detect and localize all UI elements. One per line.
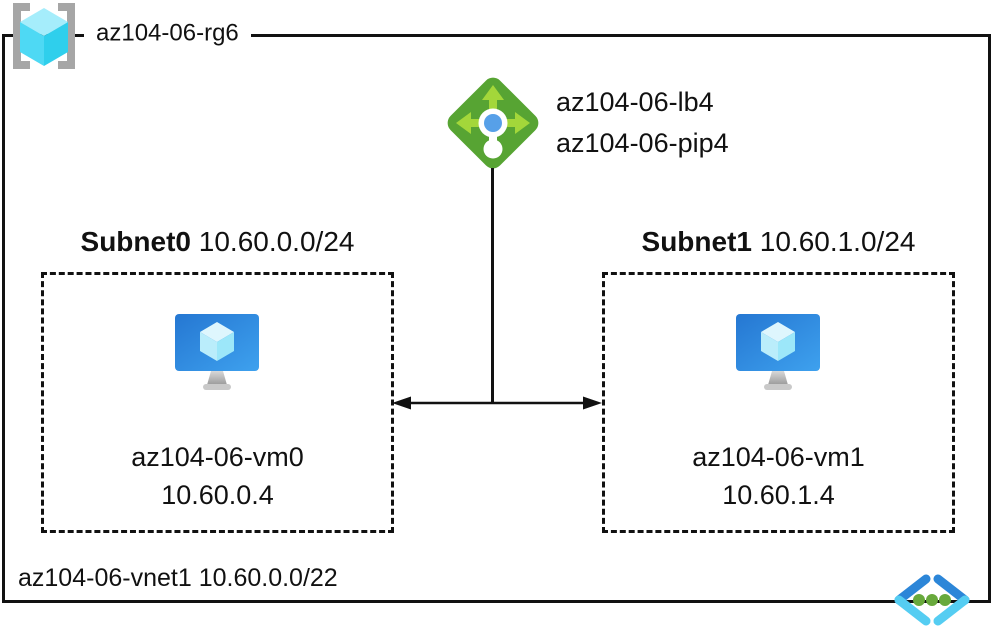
lb-connector-line (491, 168, 494, 403)
load-balancer-icon (447, 77, 539, 169)
virtual-machine-icon (175, 314, 259, 390)
vm1-labels: az104-06-vm1 10.60.1.4 (602, 438, 955, 514)
load-balancer-labels: az104-06-lb4 az104-06-pip4 (556, 82, 729, 164)
subnet1-label: Subnet1 10.60.1.0/24 (602, 226, 955, 258)
virtual-network-icon (894, 574, 970, 626)
vnet-label: az104-06-vnet1 10.60.0.0/22 (18, 564, 338, 593)
subnet-double-arrow (392, 396, 602, 410)
subnet1-box (602, 272, 955, 533)
subnet0-box (41, 272, 394, 533)
vm0-ip: 10.60.0.4 (161, 480, 274, 510)
resource-group-boundary (2, 34, 991, 603)
subnet0-name: Subnet0 (80, 226, 191, 257)
vm1-ip: 10.60.1.4 (722, 480, 835, 510)
subnet0-label: Subnet0 10.60.0.0/24 (41, 226, 394, 258)
vm0-labels: az104-06-vm0 10.60.0.4 (41, 438, 394, 514)
vnet-cidr: 10.60.0.0/22 (198, 564, 338, 592)
subnet1-cidr: 10.60.1.0/24 (759, 226, 916, 257)
subnet0-cidr: 10.60.0.0/24 (198, 226, 355, 257)
load-balancer-name: az104-06-lb4 (556, 87, 714, 117)
public-ip-name: az104-06-pip4 (556, 128, 729, 158)
subnet1-name: Subnet1 (641, 226, 752, 257)
virtual-machine-icon (736, 314, 820, 390)
resource-group-icon (13, 3, 75, 69)
vm0-name: az104-06-vm0 (131, 442, 304, 472)
resource-group-label: az104-06-rg6 (84, 17, 251, 50)
vm1-name: az104-06-vm1 (692, 442, 865, 472)
vnet-name: az104-06-vnet1 (18, 564, 192, 592)
